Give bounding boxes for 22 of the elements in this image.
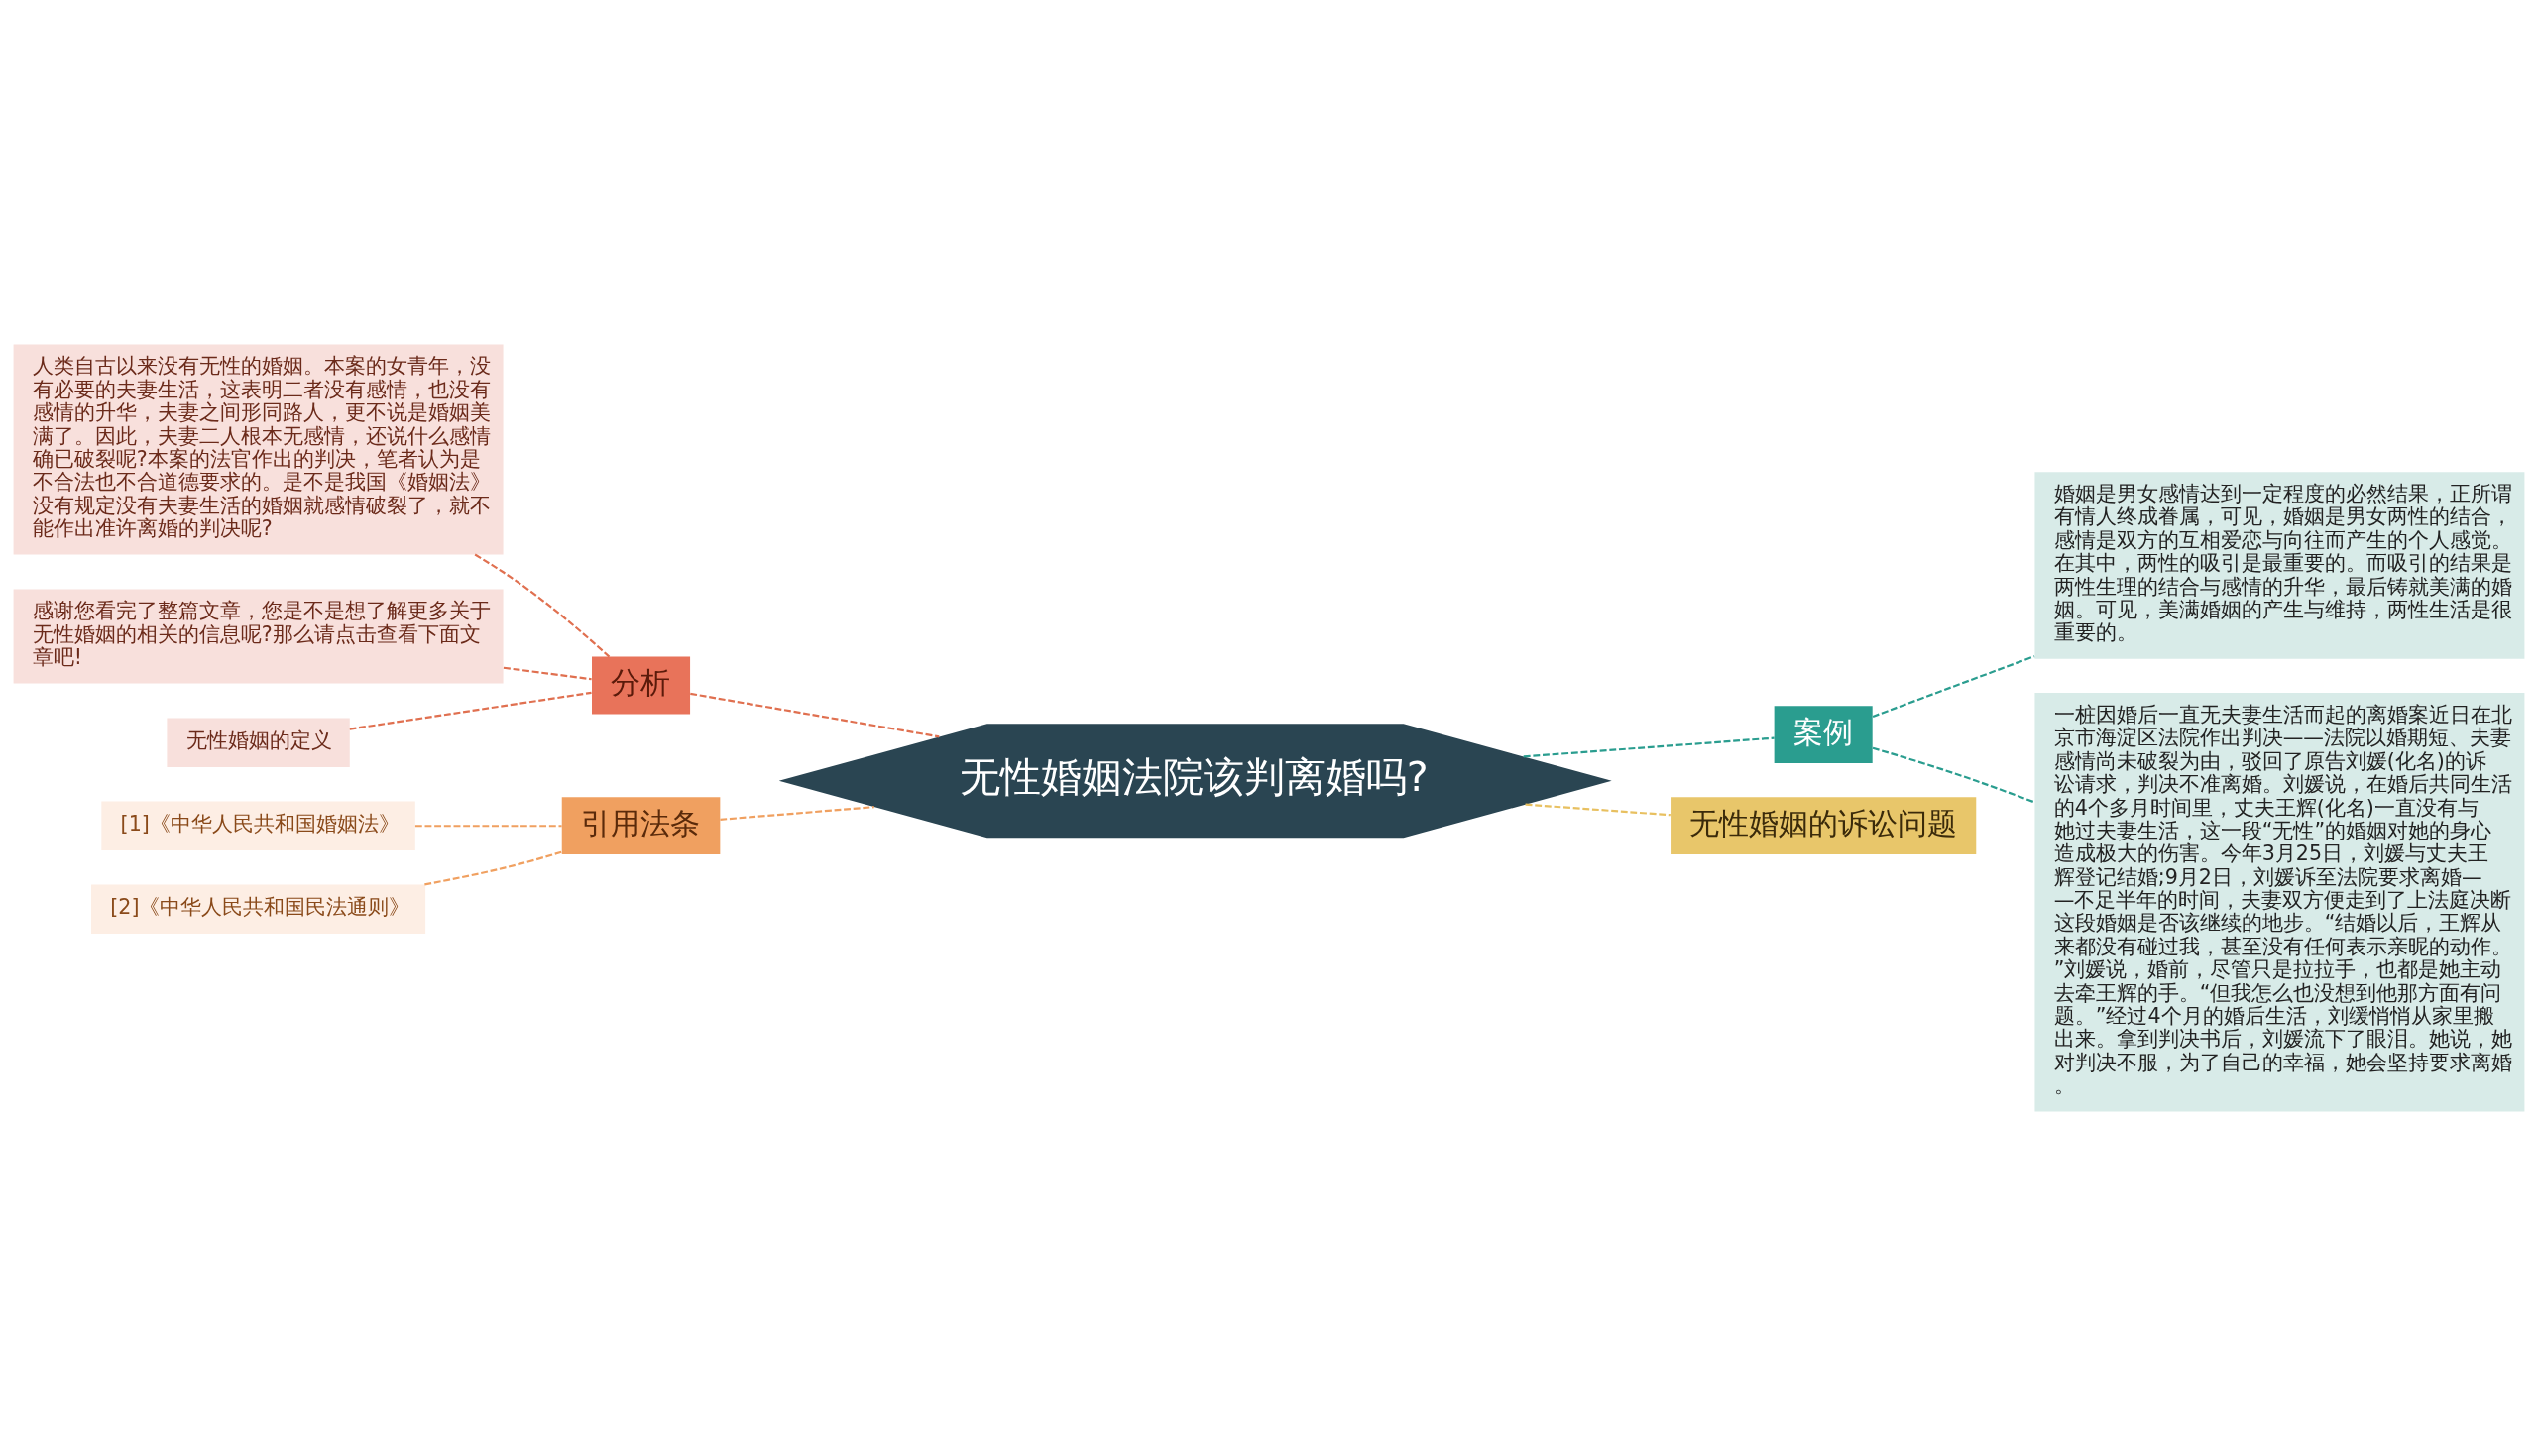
node-box: 案例 bbox=[1774, 706, 1873, 763]
node-box: [2]《中华人民共和国民法通则》 bbox=[91, 884, 426, 934]
node-box: 感谢您看完了整篇文章，您是不是想了解更多关于无性婚姻的相关的信息呢?那么请点击查看下面文章吧! bbox=[13, 589, 504, 684]
connector bbox=[503, 666, 592, 681]
connector bbox=[690, 692, 940, 738]
node-box: 婚姻是男女感情达到一定程度的必然结果，正所谓有情人终成眷属，可见，婚姻是男女两性的结合，感情是双方的互相爱恋与向往而产生的个人感觉。在其中，两性的吸引是最重要的。而吸引的结果是两性生理的结合与感情的升华，最后铸就美满的婚姻。可见，美满婚姻的产生与维持，两性生活是很重要的。 bbox=[2034, 472, 2525, 659]
node-box: 分析 bbox=[592, 656, 691, 715]
connector bbox=[720, 806, 874, 821]
node-box: 引用法条 bbox=[561, 797, 721, 855]
node-box: 无性婚姻的诉讼问题 bbox=[1671, 797, 1977, 855]
node-box: 人类自古以来没有无性的婚姻。本案的女青年，没有必要的夫妻生活，这表明二者没有感情，也没有感情的升华，夫妻之间形同路人，更不说是婚姻美满了。因此，夫妻二人根本无感情，还说什么感情确已破裂呢?本案的法官作出的判决，笔者认为是不合法也不合道德要求的。是不是我国《婚姻法》没有规定没有夫妻生活的婚姻就感情破裂了，就不能作出准许离婚的判决呢? bbox=[13, 344, 504, 555]
node-box: 一桩因婚后一直无夫妻生活而起的离婚案近日在北京市海淀区法院作出判决——法院以婚期短、夫妻感情尚未破裂为由，驳回了原告刘媛(化名)的诉讼请求，判决不准离婚。刘媛说，在婚后共同生活的4个多月时间里，丈夫王辉(化名)一直没有与她过夫妻生活，这一段“无性”的婚姻对她的身心造成极大的伤害。今年3月25日，刘媛与丈夫王辉登记结婚;9月2日，刘媛诉至法院要求离婚——不足半年的时间，夫妻双方便走到了上法庭决断这段婚姻是否该继续的地步。“结婚以后，王辉从来都没有碰过我，甚至没有任何表示亲昵的动作。”刘媛说，婚前，尽管只是拉拉手，也都是她主动去牵王辉的手。“但我怎么也没想到他那方面有问题。”经过4个月的婚后生活，刘缓悄悄从家里搬出来。拿到判决书后，刘媛流下了眼泪。她说，她对判决不服，为了自己的幸福，她会坚持要求离婚。 bbox=[2034, 693, 2525, 1112]
connector bbox=[1872, 655, 2035, 718]
node-box: [1]《中华人民共和国婚姻法》 bbox=[101, 801, 415, 850]
connector bbox=[1523, 736, 1775, 758]
connector bbox=[349, 691, 592, 730]
connector bbox=[1872, 746, 2035, 804]
connector bbox=[424, 850, 563, 886]
connector bbox=[414, 825, 562, 828]
connector bbox=[1525, 803, 1671, 817]
node-box: 无性婚姻的定义 bbox=[167, 718, 350, 768]
connector bbox=[474, 553, 611, 658]
